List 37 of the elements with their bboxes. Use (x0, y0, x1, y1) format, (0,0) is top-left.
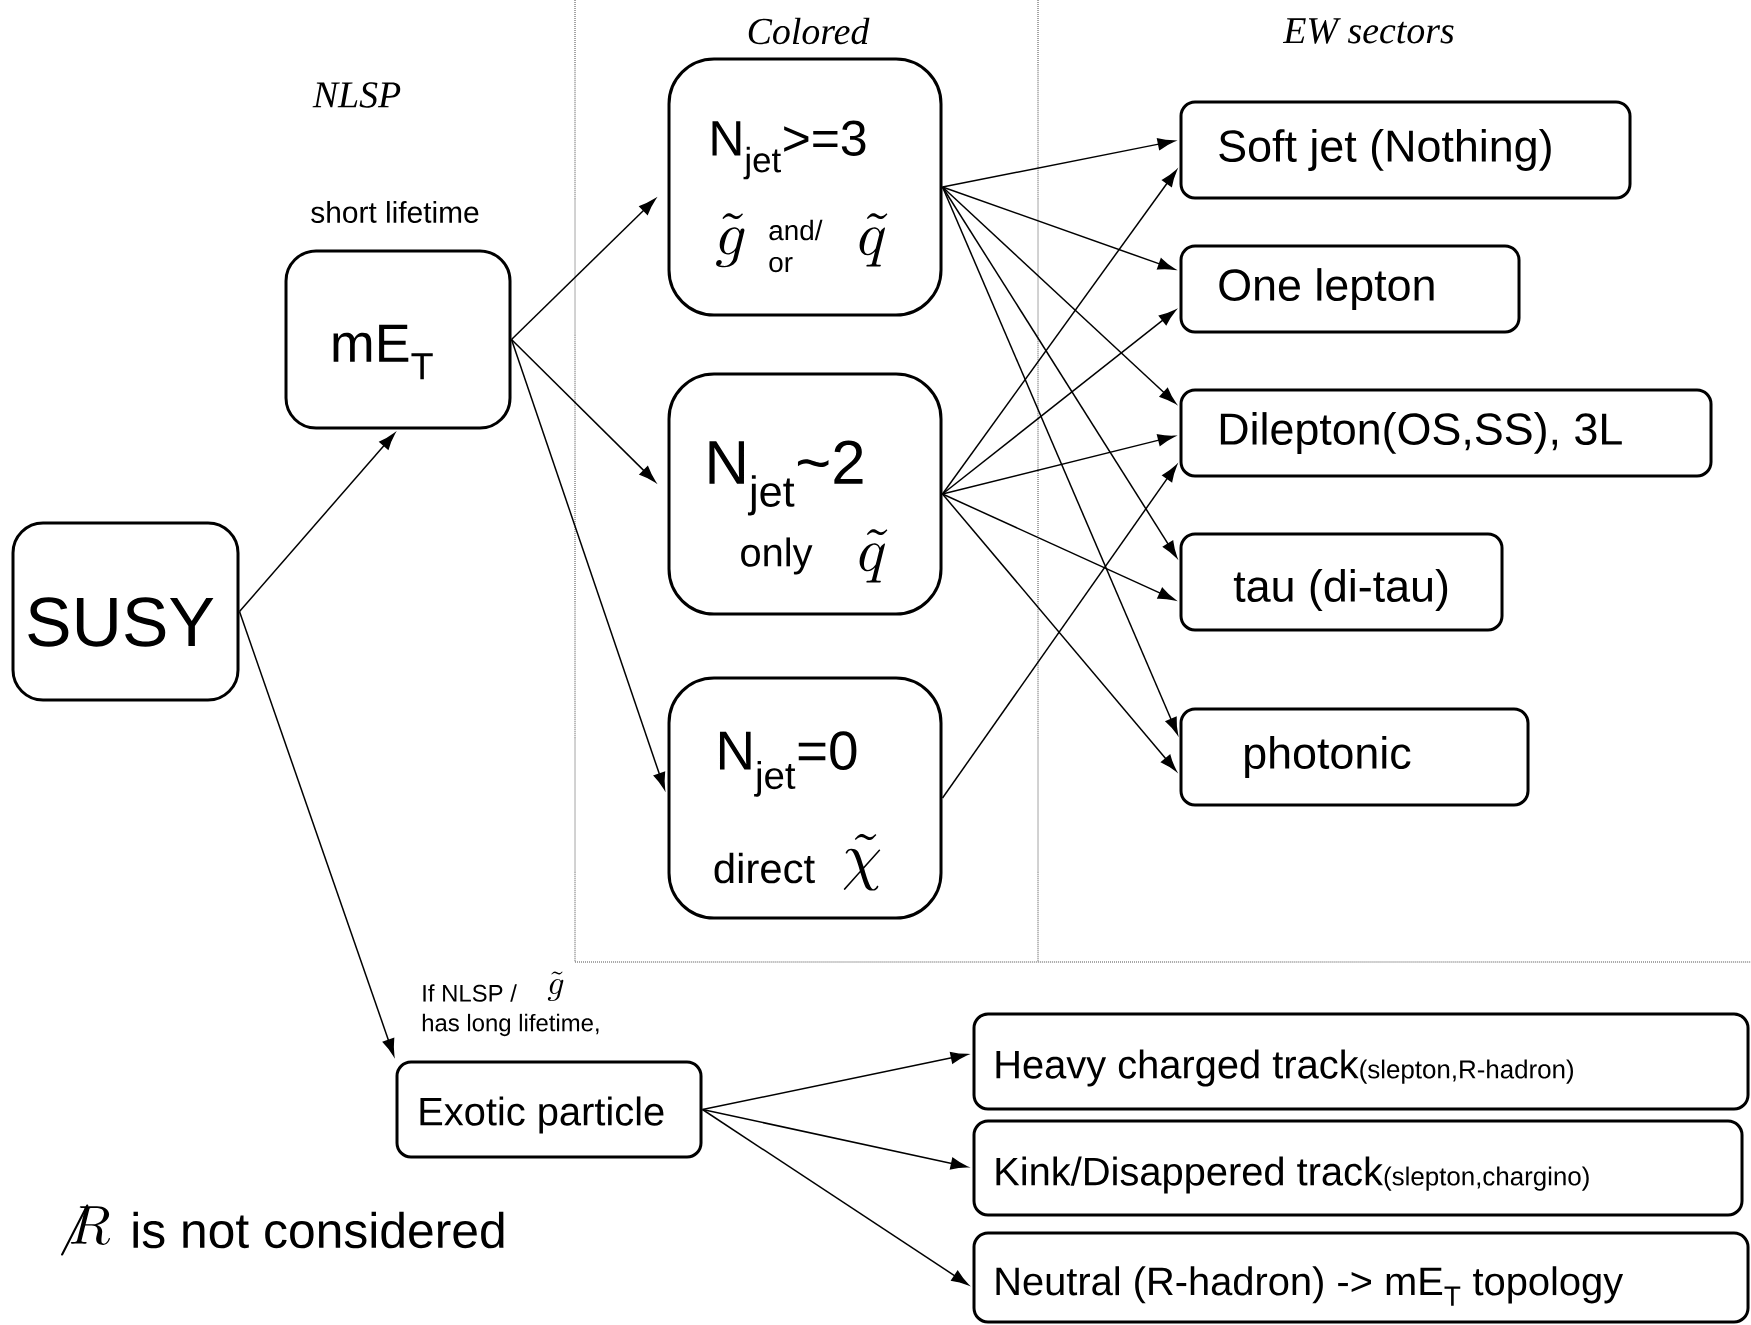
annotation-text: If NLSP / (423, 984, 517, 1002)
arrow (941, 186, 1176, 270)
section-heading: EW sectors (1282, 18, 1454, 44)
arrow (941, 138, 1175, 188)
arrow (701, 1051, 968, 1111)
arrow (510, 338, 656, 483)
process-box: mE$_{T}$ (284, 249, 512, 430)
process-box: Dilepton(OS,SS), 3L (1179, 388, 1713, 478)
annotation-text: short lifetime (311, 201, 479, 223)
process-box: photonic (1179, 707, 1530, 807)
process-box: One lepton (1179, 244, 1521, 334)
arrow (941, 186, 1178, 559)
arrow (701, 1108, 968, 1170)
process-box: Neutral (R-hadron) -> mE$_{T}$ topology (972, 1231, 1750, 1324)
process-box: Soft jet (Nothing) (1179, 100, 1632, 200)
process-box: tau (di-tau) (1179, 532, 1504, 632)
arrow (941, 186, 1177, 404)
arrow (510, 198, 656, 341)
arrow (701, 1108, 969, 1286)
arrow (941, 493, 1176, 601)
arrow (941, 186, 1179, 735)
arrow (238, 610, 395, 1056)
arrow (510, 338, 666, 790)
arrow (238, 432, 396, 613)
process-box: SUSY (11, 521, 240, 702)
process-box: N$_{jet}$>=3 $\tilde{g}$ and/ or $\tilde{q}$ (667, 57, 943, 317)
section-heading: NLSP (312, 82, 401, 108)
annotation-text: has long lifetime, (422, 1013, 599, 1037)
process-box: Kink/Disappered track(slepton,chargino) (972, 1119, 1744, 1217)
note-text: is not considered (133, 1211, 504, 1249)
gluino-symbol: $\tilde{g}$ (547, 971, 564, 1001)
r-parity-symbol: $\not R$ (61, 1204, 110, 1256)
process-box: Heavy charged track(slepton,R-hadron) (972, 1012, 1750, 1111)
process-box: Exotic particle (395, 1060, 703, 1159)
arrow (941, 493, 1177, 772)
process-box: N$_{jet}$~2 only $\tilde{q}$ (667, 372, 943, 616)
process-box: N$_{jet}$=0 direct $\tilde{\chi}$ (667, 676, 943, 920)
